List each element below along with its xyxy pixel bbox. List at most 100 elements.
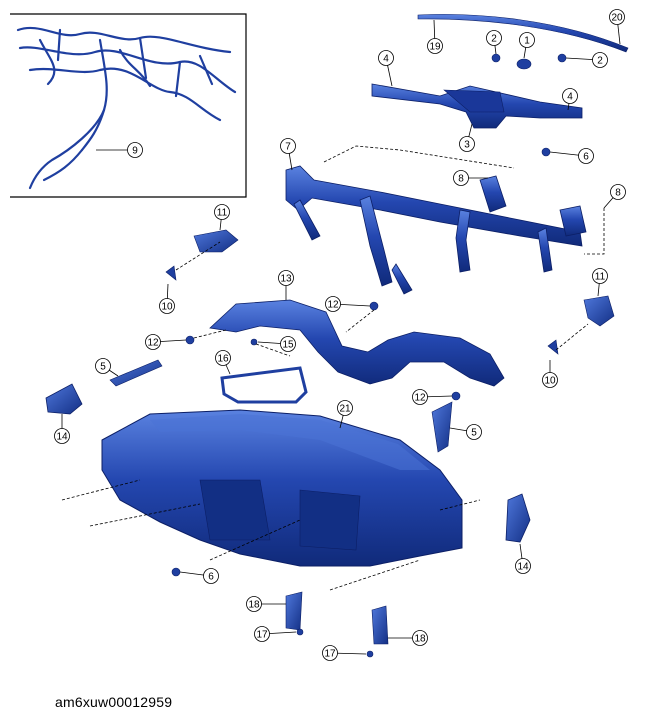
callout-bubble (412, 389, 428, 405)
callout-label: 9 (132, 146, 138, 157)
callout-label: 7 (285, 142, 291, 153)
callout-14: 14 (515, 543, 531, 574)
callout-label: 8 (458, 174, 464, 185)
callout-label: 14 (56, 432, 68, 443)
callout-bubble (145, 334, 161, 350)
callout-bubble (562, 88, 578, 104)
center-bracket (220, 366, 308, 404)
cover-right (583, 295, 615, 327)
callout-17: 17 (322, 645, 367, 661)
callout-label: 12 (327, 300, 339, 311)
callout-20: 20 (609, 9, 625, 45)
callout-15: 15 (257, 336, 296, 352)
callout-label: 12 (147, 338, 159, 349)
callout-10: 10 (542, 360, 558, 388)
callout-9: 9 (96, 142, 143, 158)
callout-label: 6 (208, 572, 214, 583)
callout-label: 10 (161, 302, 173, 313)
callout-1: 1 (519, 32, 535, 59)
callout-5: 5 (95, 358, 119, 377)
callout-17: 17 (254, 626, 297, 642)
callout-5: 5 (449, 424, 482, 440)
callout-bubble (592, 268, 608, 284)
callout-bubble (254, 626, 270, 642)
wiring-harness (16, 26, 237, 190)
callout-bubble (459, 136, 475, 152)
callout-6: 6 (549, 148, 594, 164)
cover-left (193, 229, 239, 253)
callout-label: 19 (429, 42, 441, 53)
callout-bubble (519, 32, 535, 48)
side-vent-right (505, 493, 531, 543)
callout-label: 14 (517, 562, 529, 573)
callout-bubble (466, 424, 482, 440)
callout-2: 2 (565, 52, 608, 68)
callout-bubble (427, 38, 443, 54)
callout-label: 10 (544, 376, 556, 387)
callout-3: 3 (459, 123, 475, 152)
callout-12: 12 (145, 334, 187, 350)
callouts: 1223445566788910101111121212131414151617… (54, 9, 626, 661)
callout-label: 2 (491, 34, 497, 45)
callout-label: 18 (414, 634, 426, 645)
callout-21: 21 (337, 400, 353, 429)
callout-19: 19 (427, 19, 443, 54)
callout-label: 6 (583, 152, 589, 163)
callout-bubble (337, 400, 353, 416)
trim-strip (417, 14, 629, 53)
callout-bubble (159, 298, 175, 314)
callout-11: 11 (592, 268, 608, 297)
callout-11: 11 (214, 204, 230, 231)
callout-6: 6 (179, 568, 219, 584)
callout-bubble (515, 558, 531, 574)
callout-bubble (280, 138, 296, 154)
bracket-left (285, 591, 303, 631)
callout-label: 11 (217, 208, 228, 219)
callout-label: 3 (464, 140, 470, 151)
document-id: am6xuw00012959 (55, 694, 173, 710)
callout-14: 14 (54, 414, 70, 444)
callout-bubble (412, 630, 428, 646)
callout-bubble (578, 148, 594, 164)
harness-inset (10, 13, 247, 198)
callout-label: 17 (256, 630, 268, 641)
callout-16: 16 (215, 350, 231, 375)
callout-bubble (325, 296, 341, 312)
callout-label: 8 (615, 188, 621, 199)
callout-label: 11 (595, 272, 606, 283)
callout-2: 2 (486, 30, 502, 55)
callout-label: 4 (383, 54, 389, 65)
dashed-leaders (61, 145, 605, 591)
callout-label: 12 (414, 393, 426, 404)
callout-10: 10 (159, 283, 175, 314)
callout-12: 12 (412, 389, 453, 405)
cross-car-beam (285, 165, 587, 295)
callout-bubble (280, 336, 296, 352)
callout-bubble (127, 142, 143, 158)
callout-bubble (54, 428, 70, 444)
callout-label: 13 (280, 274, 292, 285)
callout-4: 4 (378, 50, 394, 87)
instrument-panel (101, 409, 463, 567)
callout-12: 12 (325, 296, 371, 312)
fasteners (165, 53, 567, 658)
callout-bubble (322, 645, 338, 661)
callout-label: 2 (597, 56, 603, 67)
defroster-duct (371, 83, 583, 129)
callout-13: 13 (278, 270, 294, 300)
callout-bubble (592, 52, 608, 68)
callout-label: 5 (471, 428, 477, 439)
callout-label: 1 (524, 36, 530, 47)
callout-label: 4 (567, 92, 573, 103)
callout-bubble (542, 372, 558, 388)
callout-8: 8 (603, 184, 626, 209)
callout-bubble (95, 358, 111, 374)
callout-4: 4 (562, 88, 578, 111)
callout-bubble (610, 184, 626, 200)
callout-7: 7 (280, 138, 296, 171)
callout-18: 18 (388, 630, 428, 646)
callout-label: 17 (324, 649, 336, 660)
side-trim-left (109, 359, 163, 387)
callout-18: 18 (246, 596, 286, 612)
